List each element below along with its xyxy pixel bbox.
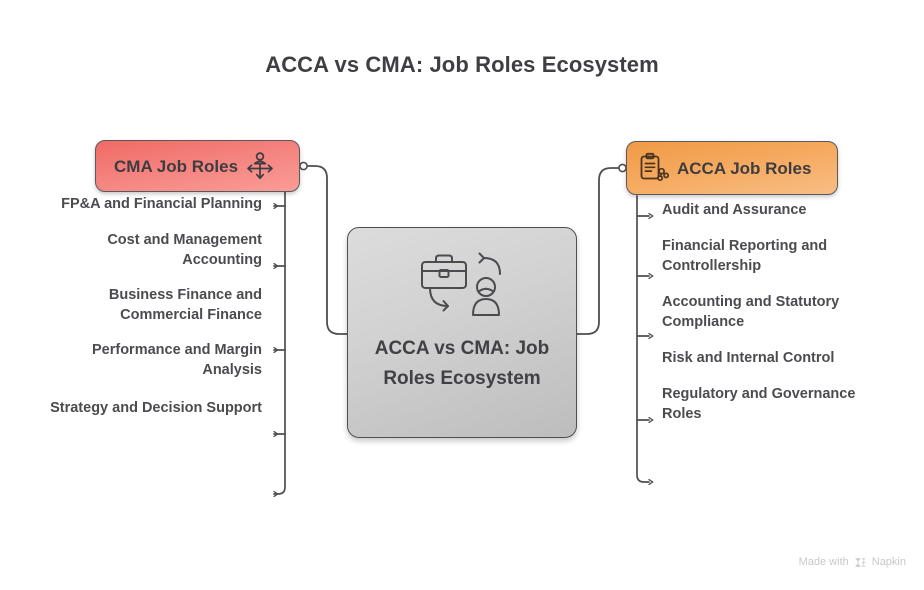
briefcase-person-exchange-icon — [421, 252, 501, 316]
badge-acca-label: ACCA Job Roles — [677, 158, 812, 178]
connector-badge-to-center-left — [299, 161, 350, 335]
page-title: ACCA vs CMA: Job Roles Ecosystem — [265, 52, 659, 77]
list-item: Audit and Assurance — [662, 202, 807, 218]
connector-spine-acca — [636, 195, 649, 482]
list-item: Cost and Management Accounting — [107, 232, 262, 268]
branch-list-cma: FP&A and Financial Planning Cost and Man… — [40, 194, 262, 432]
list-item: Financial Reporting and Controllership — [662, 238, 828, 274]
branch-list-acca: Audit and Assurance Financial Reporting … — [662, 200, 892, 440]
badge-cma-label: CMA Job Roles — [114, 156, 239, 176]
list-item: Strategy and Decision Support — [50, 400, 262, 416]
list-item: Accounting and Statutory Compliance — [662, 294, 840, 330]
badge-acca-job-roles[interactable]: ACCA Job Roles — [626, 141, 838, 195]
watermark: Made with Napkin — [799, 556, 906, 568]
list-item: FP&A and Financial Planning — [61, 196, 262, 212]
list-item: Risk and Internal Control — [662, 350, 835, 366]
connector-badge-to-center-right — [575, 163, 627, 335]
person-four-way-arrows-icon — [247, 152, 273, 180]
list-item: Performance and Margin Analysis — [91, 342, 262, 378]
watermark-prefix: Made with — [798, 556, 849, 568]
clipboard-share-icon — [640, 152, 669, 182]
list-item: Business Finance and Commercial Finance — [108, 287, 262, 323]
center-node-label: ACCA vs CMA: Job Roles Ecosystem — [374, 338, 550, 390]
list-item: Regulatory and Governance Roles — [662, 386, 856, 422]
watermark-brand: Napkin — [871, 556, 906, 568]
center-node[interactable]: ACCA vs CMA: Job Roles Ecosystem — [347, 227, 577, 438]
connector-spine-cma — [273, 191, 286, 494]
napkin-logo-icon — [854, 557, 866, 567]
badge-cma-job-roles[interactable]: CMA Job Roles — [95, 140, 300, 192]
